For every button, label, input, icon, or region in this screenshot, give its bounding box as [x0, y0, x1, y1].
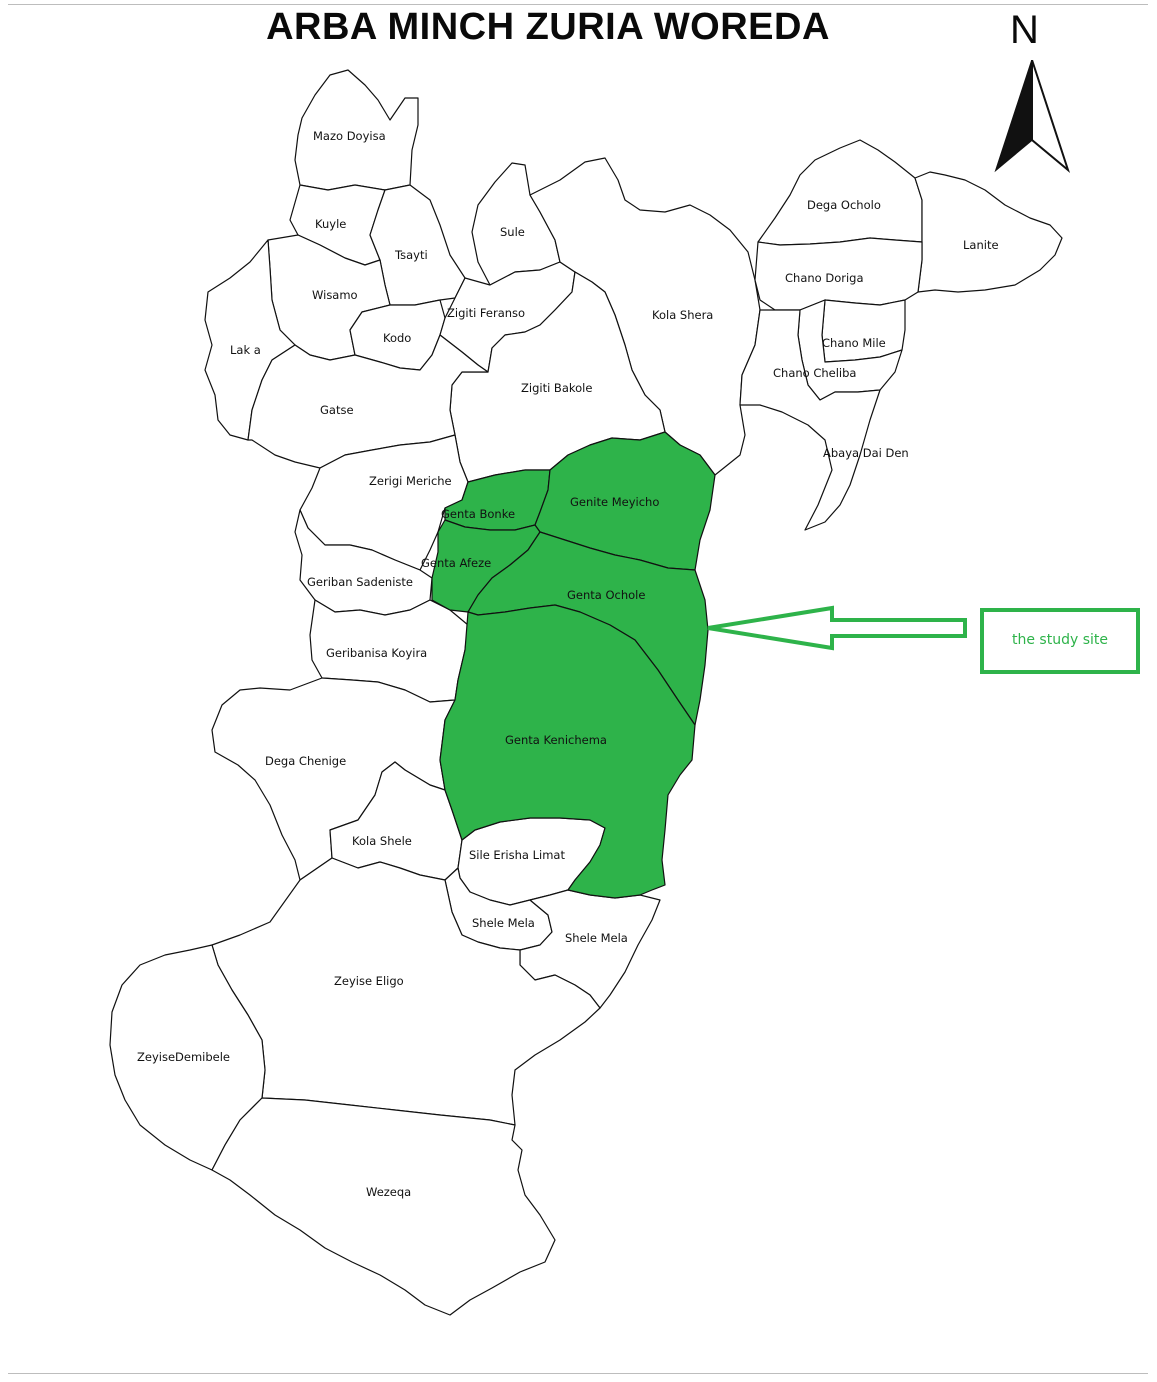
label-geriban-sadeniste: Geriban Sadeniste [307, 575, 413, 589]
kebele-abaya-dai-den[interactable] [739, 309, 881, 531]
label-mazo-doyisa: Mazo Doyisa [313, 129, 386, 143]
label-genite-meyicho: Genite Meyicho [570, 495, 659, 509]
label-genta-ochole: Genta Ochole [567, 588, 645, 602]
label-kuyle: Kuyle [315, 217, 346, 231]
label-chano-doriga: Chano Doriga [785, 271, 864, 285]
label-kola-shera: Kola Shera [652, 308, 713, 322]
label-genta-bonke: Genta Bonke [441, 507, 515, 521]
label-chano-cheliba: Chano Cheliba [773, 366, 856, 380]
label-zeyise-demibele: ZeyiseDemibele [137, 1050, 230, 1064]
kebele-wezeqa[interactable] [211, 1097, 556, 1316]
kebele-labels: Mazo Doyisa Kuyle Tsayti Sule Wisamo Lak… [137, 129, 999, 1199]
label-geribanisa-koyira: Geribanisa Koyira [326, 646, 427, 660]
label-tsayti: Tsayti [394, 248, 428, 262]
label-zigiti-feranso: Zigiti Feranso [447, 306, 525, 320]
study-site-callout: the study site [980, 608, 1140, 674]
kebele-dega-ocholo[interactable] [757, 139, 923, 246]
kebele-boundaries [109, 69, 1063, 1316]
label-kodo: Kodo [383, 331, 411, 345]
label-sule: Sule [500, 225, 525, 239]
kebele-genta-kenichema[interactable] [439, 604, 696, 899]
label-zerigi-meriche: Zerigi Meriche [369, 474, 452, 488]
label-chano-mile: Chano Mile [822, 336, 886, 350]
label-genta-kenichema: Genta Kenichema [505, 733, 607, 747]
label-genta-afeze: Genta Afeze [421, 556, 491, 570]
label-wisamo: Wisamo [312, 288, 358, 302]
label-kola-shele: Kola Shele [352, 834, 412, 848]
label-gatse: Gatse [320, 403, 354, 417]
label-zeyise-eligo: Zeyise Eligo [334, 974, 404, 988]
study-site-arrow [707, 605, 967, 651]
label-wezeqa: Wezeqa [366, 1185, 411, 1199]
north-label: N [1010, 8, 1039, 52]
study-site-callout-label: the study site [1012, 632, 1108, 648]
label-shele-mela-east: Shele Mela [565, 931, 628, 945]
kebele-chano-doriga[interactable] [754, 237, 923, 311]
kebele-gatse[interactable] [247, 334, 489, 469]
north-arrow-icon [994, 60, 1071, 173]
label-zigiti-bakole: Zigiti Bakole [521, 381, 592, 395]
label-lanite: Lanite [963, 238, 999, 252]
label-abaya-dai-den: Abaya Dai Den [823, 446, 909, 460]
map-frame [8, 4, 1148, 1374]
label-laka: Lak a [230, 343, 261, 357]
map-title: ARBA MINCH ZURIA WOREDA [266, 6, 830, 48]
label-shele-mela-west: Shele Mela [472, 916, 535, 930]
kebele-lanite[interactable] [914, 171, 1063, 293]
label-dega-chenige: Dega Chenige [265, 754, 346, 768]
label-sile-erisha-limat: Sile Erisha Limat [469, 848, 565, 862]
label-dega-ocholo: Dega Ocholo [807, 198, 881, 212]
